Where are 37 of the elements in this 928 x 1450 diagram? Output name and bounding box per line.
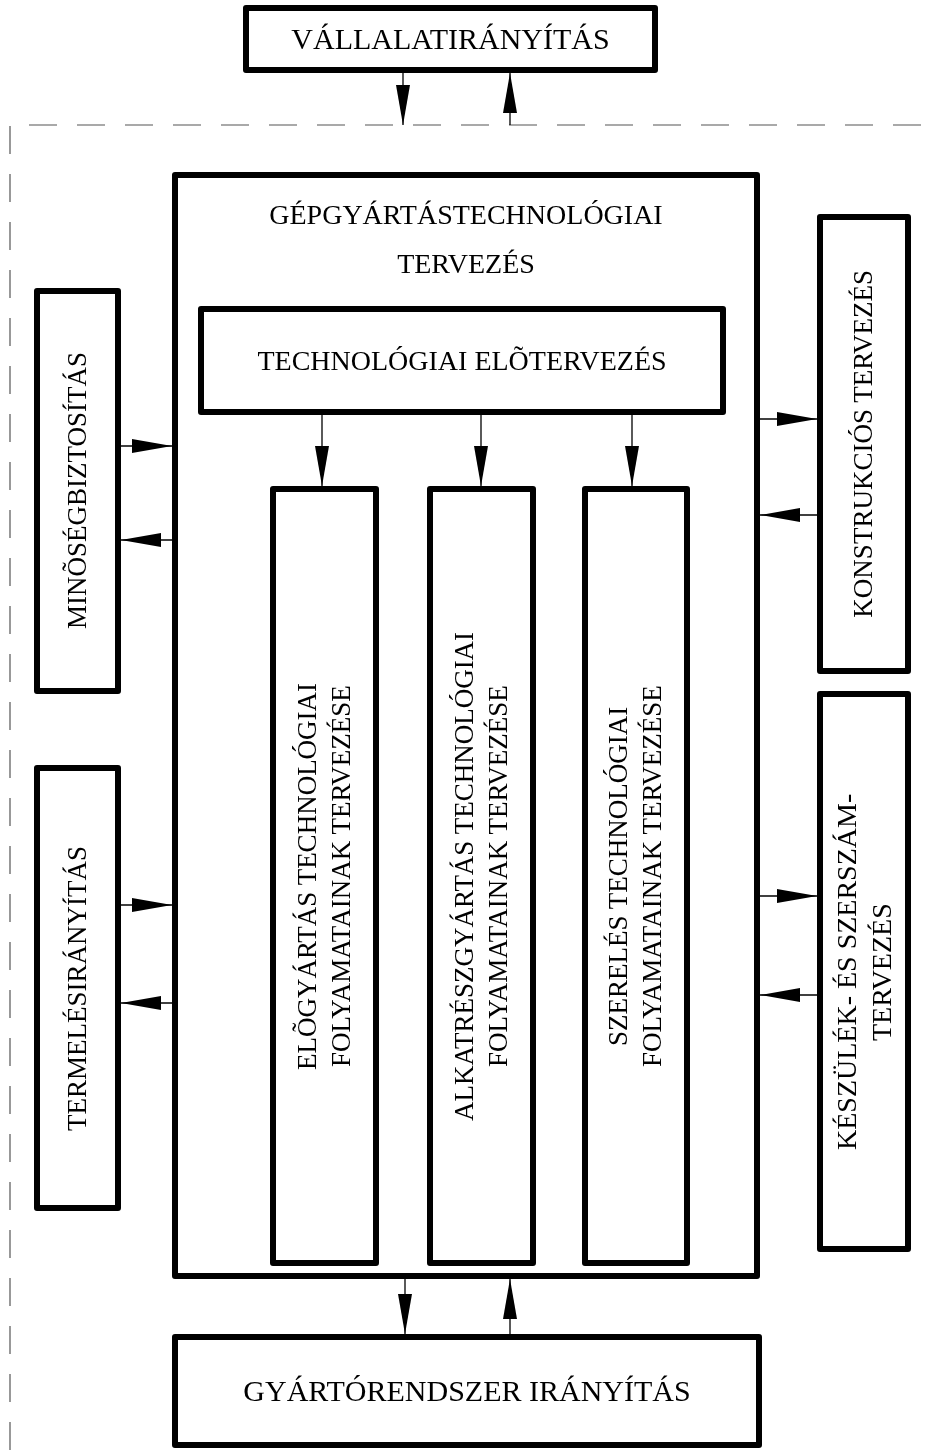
- box-label: TECHNOLÓGIAI ELÕTERVEZÉS: [257, 343, 667, 378]
- box-label: VÁLLALATIRÁNYÍTÁS: [291, 21, 610, 57]
- arrow: [759, 412, 818, 426]
- arrow: [120, 996, 173, 1010]
- arrow: [759, 988, 818, 1002]
- process-box: [34, 765, 121, 1211]
- process-box: [34, 288, 121, 694]
- process-box: [817, 691, 911, 1252]
- arrow: [120, 533, 173, 547]
- process-box: [172, 172, 760, 1279]
- box-label: ELÕGYÁRTÁS TECHNOLÓGIAI FOLYAMATAINAK TERVEZÉSE: [290, 681, 357, 1072]
- arrow: [474, 414, 488, 487]
- arrow: [396, 72, 410, 126]
- process-box: [817, 214, 911, 674]
- box-label: MINÕSÉGBIZTOSÍTÁS: [60, 352, 93, 630]
- box-label: ALKATRÉSZGYÁRTÁS TECHNOLÓGIAI FOLYAMATAINAK TERVEZÉSE: [447, 630, 514, 1123]
- process-box: [582, 486, 690, 1266]
- process-box: [427, 486, 536, 1266]
- process-box: [172, 1334, 762, 1448]
- arrow: [625, 414, 639, 487]
- arrow: [503, 1278, 517, 1335]
- box-label: KÉSZÜLÉK- ÉS SZERSZÁM- TERVEZÉS: [830, 792, 898, 1152]
- process-box: [243, 5, 658, 73]
- arrow: [120, 439, 173, 453]
- process-box: [198, 306, 726, 415]
- arrow: [315, 414, 329, 487]
- box-label: TERMELÉSIRÁNYÍTÁS: [60, 845, 93, 1131]
- arrow: [120, 898, 173, 912]
- process-box: [270, 486, 379, 1266]
- box-label: GYÁRTÓRENDSZER IRÁNYÍTÁS: [243, 1373, 691, 1409]
- arrow: [398, 1278, 412, 1335]
- arrow: [759, 508, 818, 522]
- arrow: [759, 889, 818, 903]
- arrow: [503, 72, 517, 126]
- box-label: KONSTRUKCIÓS TERVEZÉS: [847, 270, 880, 618]
- box-label: SZERELÉS TECHNOLÓGIAI FOLYAMATAINAK TERVEZÉSE: [602, 684, 668, 1069]
- box-label: GÉPGYÁRTÁSTECHNOLÓGIAI TERVEZÉS: [268, 198, 664, 281]
